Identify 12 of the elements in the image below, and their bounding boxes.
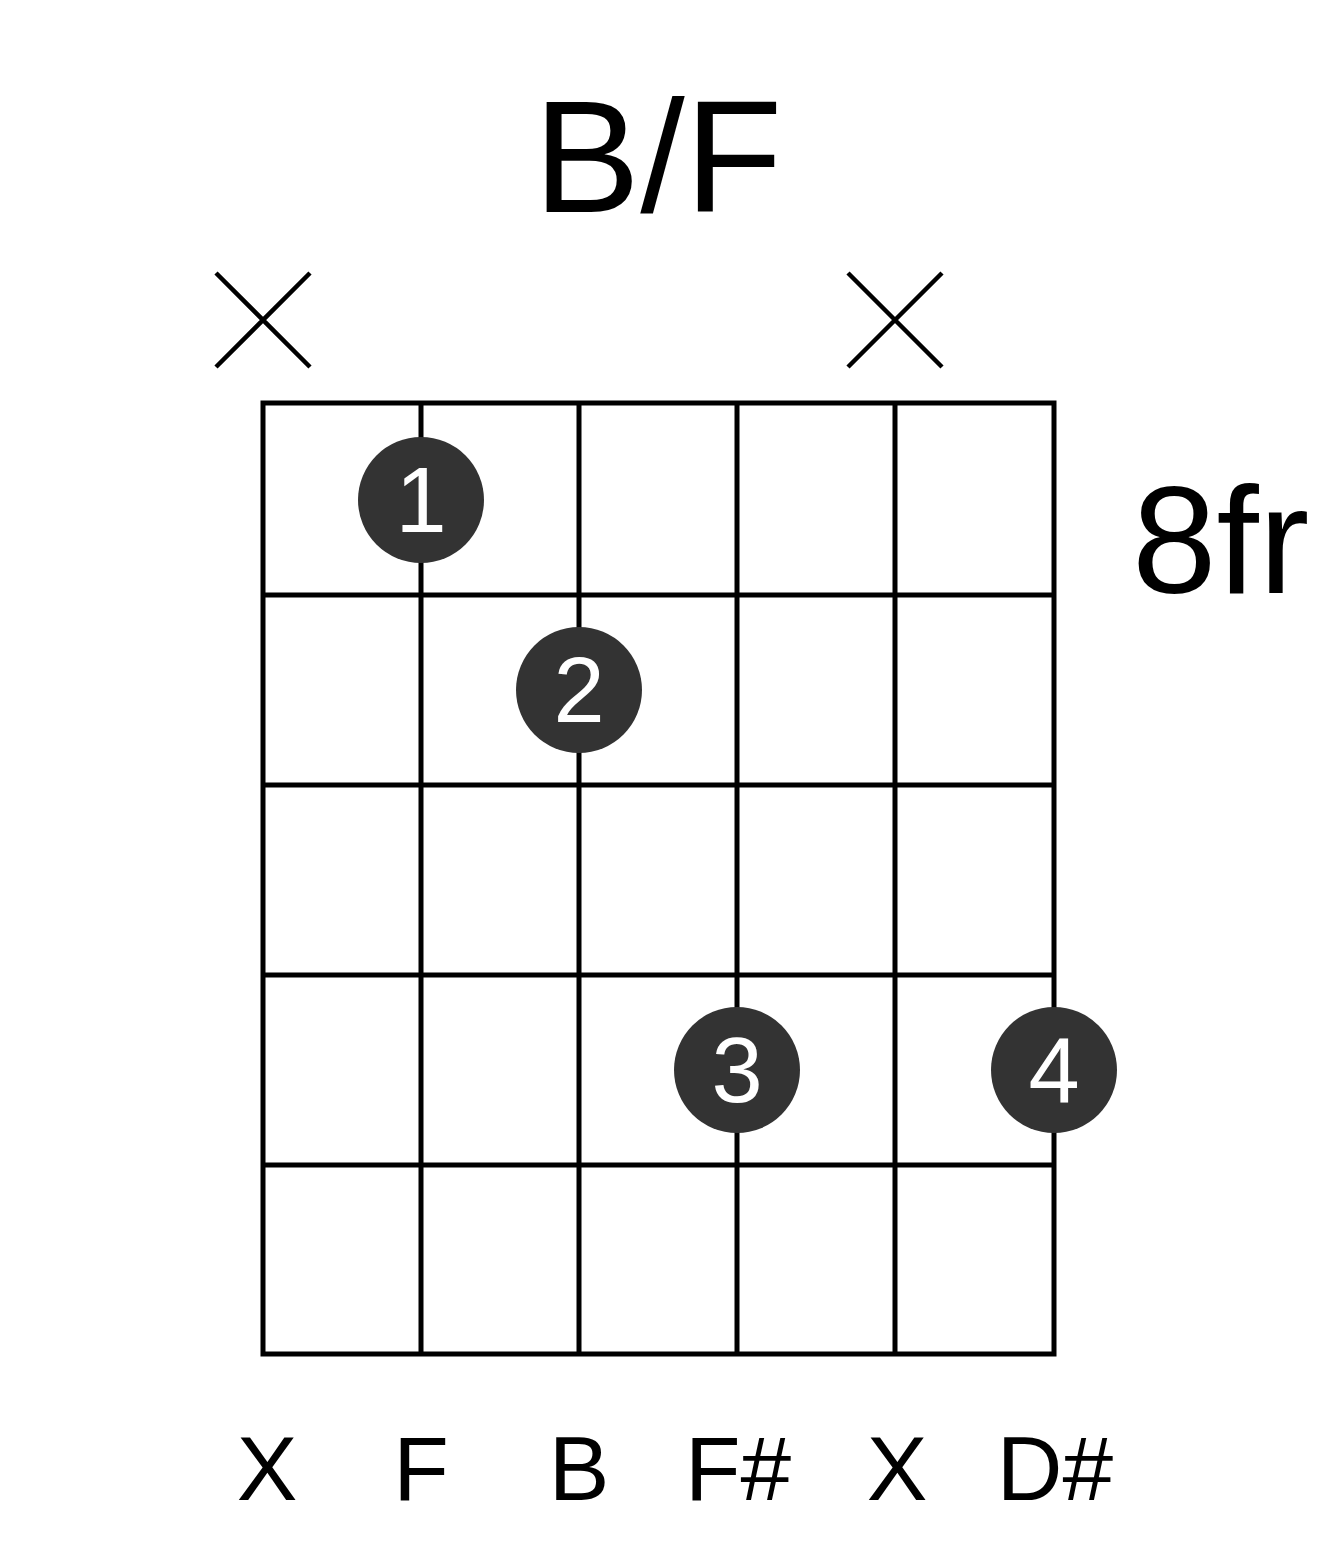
string-note: F# [683, 1423, 793, 1514]
string-note: X [865, 1423, 929, 1514]
finger-number: 1 [395, 454, 447, 546]
string-note: F [392, 1423, 450, 1514]
string-note: X [235, 1423, 299, 1514]
string-note: B [547, 1423, 611, 1514]
fret-number: 8fr [1132, 464, 1310, 616]
chord-title: B/F [532, 77, 784, 237]
finger-number: 3 [711, 1024, 763, 1116]
string-note: D# [995, 1423, 1115, 1514]
finger-number: 4 [1028, 1024, 1080, 1116]
finger-number: 2 [553, 644, 605, 736]
